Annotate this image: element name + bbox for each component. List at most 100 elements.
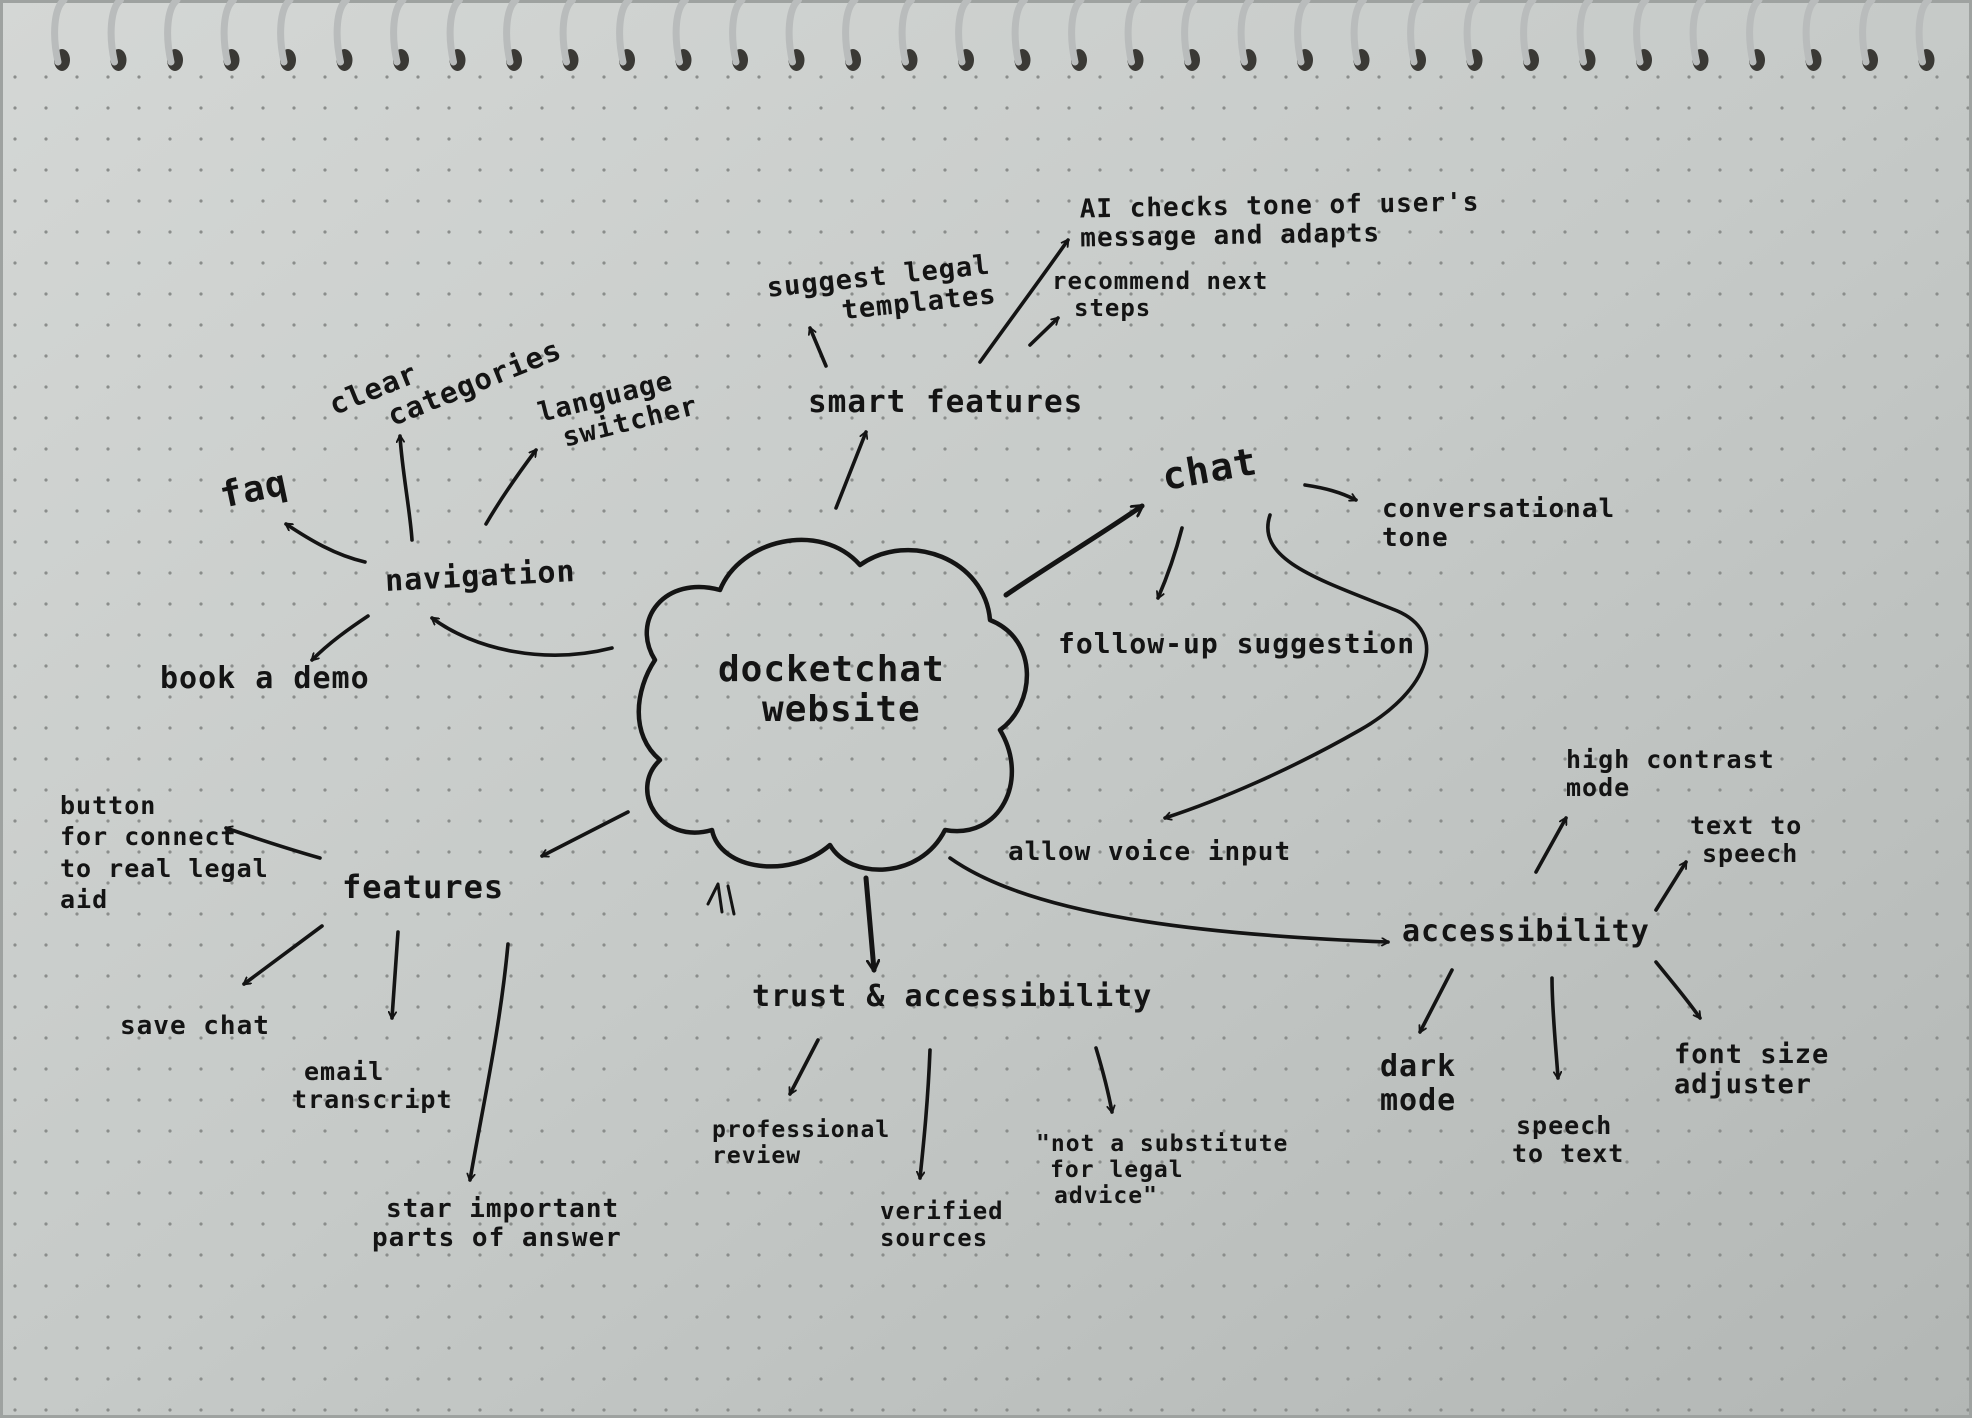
binding-ring <box>842 0 859 66</box>
dark-mode-line-1: dark <box>1380 1049 1457 1084</box>
binding-ring <box>1237 0 1254 66</box>
binding-ring <box>107 0 124 66</box>
arrow-trust-to-disclaimer <box>1094 1046 1112 1114</box>
text-to-speech-line-1: text to <box>1690 811 1803 840</box>
arrow-features-to-save-chat <box>242 924 324 986</box>
features-label: features <box>342 868 505 906</box>
professional-review-line-2: review <box>712 1142 802 1169</box>
arrow-accessibility-to-speech-to-text <box>1550 976 1558 1080</box>
speech-to-text-label: speech to text <box>1512 1112 1624 1168</box>
binding-ring <box>1407 0 1424 66</box>
binding-ring <box>1802 0 1819 66</box>
high-contrast-line-2: mode <box>1566 773 1631 802</box>
binding-ring <box>1915 0 1932 66</box>
binding-ring <box>1294 0 1311 66</box>
dark-mode-line-2: mode <box>1380 1082 1457 1118</box>
arrow-accessibility-to-font-size <box>1654 960 1702 1020</box>
email-transcript-line-2: transcript <box>292 1085 453 1114</box>
text-to-speech-label: text to speech <box>1690 812 1802 868</box>
save-chat-label: save chat <box>120 1011 270 1041</box>
binding-ring <box>503 0 520 66</box>
binding-ring <box>616 0 633 66</box>
arrow-navigation-to-book-a-demo <box>310 614 370 662</box>
verified-sources-line-1: verified <box>880 1197 1004 1225</box>
arrow-cloud-to-features <box>540 810 630 858</box>
binding-ring <box>1124 0 1141 66</box>
arrow-cloud-to-accessibility <box>948 856 1390 942</box>
smart-features-label: smart features <box>808 384 1084 420</box>
star-important-line-1: star important <box>386 1194 620 1224</box>
arrow-smart-features-to-templates <box>810 326 828 368</box>
professional-review-label: professional review <box>712 1117 891 1170</box>
binding-ring <box>785 0 802 66</box>
arrow-navigation-to-language-switcher <box>484 448 538 526</box>
arrow-accessibility-to-high-contrast <box>1534 816 1568 874</box>
center-node-label: docketchat website <box>718 649 945 731</box>
binding-ring <box>1633 0 1650 66</box>
binding-ring <box>1068 0 1085 66</box>
verified-sources-line-2: sources <box>880 1223 989 1252</box>
verified-sources-label: verified sources <box>880 1198 1004 1252</box>
binding-ring <box>559 0 576 66</box>
dot-grid <box>0 60 1972 1418</box>
arrow-features-to-email-transcript <box>392 930 400 1020</box>
center-line-2: website <box>762 689 921 731</box>
not-a-substitute-line-3: advice" <box>1054 1182 1158 1209</box>
legal-aid-line-3: to real legal <box>60 853 269 883</box>
accessibility-label: accessibility <box>1402 914 1650 949</box>
arrow-navigation-to-faq <box>284 522 367 564</box>
binding-ring <box>955 0 972 66</box>
high-contrast-mode-label: high contrast mode <box>1566 746 1775 802</box>
binding-ring <box>729 0 746 66</box>
arrow-cloud-to-trust <box>863 875 874 970</box>
conversational-tone-label: conversational tone <box>1382 494 1616 554</box>
binding-ring <box>1689 0 1706 66</box>
arrow-smart-features-to-next-steps <box>1028 316 1060 347</box>
email-transcript-label: email transcript <box>292 1057 453 1114</box>
legal-aid-line-1: button <box>60 791 157 820</box>
follow-up-suggestion-label: follow-up suggestion <box>1058 627 1416 660</box>
arrow-smart-features-to-tone-check <box>978 238 1070 364</box>
email-transcript-line-1: email <box>304 1057 385 1086</box>
arrow-navigation-to-clear-categories <box>400 434 414 542</box>
professional-review-line-1: professional <box>712 1117 891 1143</box>
allow-voice-input-label: allow voice input <box>1008 837 1292 867</box>
speech-to-text-line-1: speech <box>1516 1111 1613 1140</box>
arrow-cloud-to-navigation <box>430 616 614 657</box>
binding-ring <box>1181 0 1198 66</box>
high-contrast-line-1: high contrast <box>1566 745 1775 774</box>
next-steps-line-2: steps <box>1074 293 1152 322</box>
binding-ring <box>1576 0 1593 66</box>
star-important-label: star important parts of answer <box>372 1194 622 1254</box>
arrow-cloud-to-smart-features <box>834 430 866 510</box>
binding-ring <box>277 0 294 66</box>
star-important-line-2: parts of answer <box>372 1223 622 1254</box>
center-cloud <box>636 537 1030 872</box>
legal-aid-line-2: for connect <box>60 822 237 852</box>
arrow-accessibility-to-text-to-speech <box>1654 860 1688 912</box>
binding-ring <box>672 0 689 66</box>
text-to-speech-line-2: speech <box>1702 839 1799 868</box>
cloud-scribble <box>706 882 736 916</box>
binding-ring <box>51 0 68 66</box>
not-a-substitute-label: "not a substitute for legal advice" <box>1036 1131 1289 1209</box>
arrow-features-to-legal-aid <box>224 828 322 860</box>
binding-ring <box>1011 0 1028 66</box>
binding-ring <box>333 0 350 66</box>
arrow-chat-to-follow-up <box>1158 526 1184 600</box>
recommend-next-steps-label: recommend next steps <box>1052 268 1268 322</box>
not-a-substitute-line-2: for legal <box>1050 1156 1184 1183</box>
conversational-tone-line-2: tone <box>1382 523 1449 554</box>
not-a-substitute-line-1: "not a substitute <box>1036 1131 1289 1157</box>
arrow-trust-to-verified-sources <box>920 1048 932 1180</box>
conversational-tone-line-1: conversational <box>1382 494 1616 524</box>
binding-ring <box>164 0 181 66</box>
binding-ring <box>390 0 407 66</box>
legal-aid-button-label: button for connect to real legal aid <box>60 790 269 915</box>
binding-ring <box>1350 0 1367 66</box>
dark-mode-label: dark mode <box>1380 1050 1456 1117</box>
binding-ring <box>1859 0 1876 66</box>
arrow-chat-to-conversational-tone <box>1303 483 1358 502</box>
